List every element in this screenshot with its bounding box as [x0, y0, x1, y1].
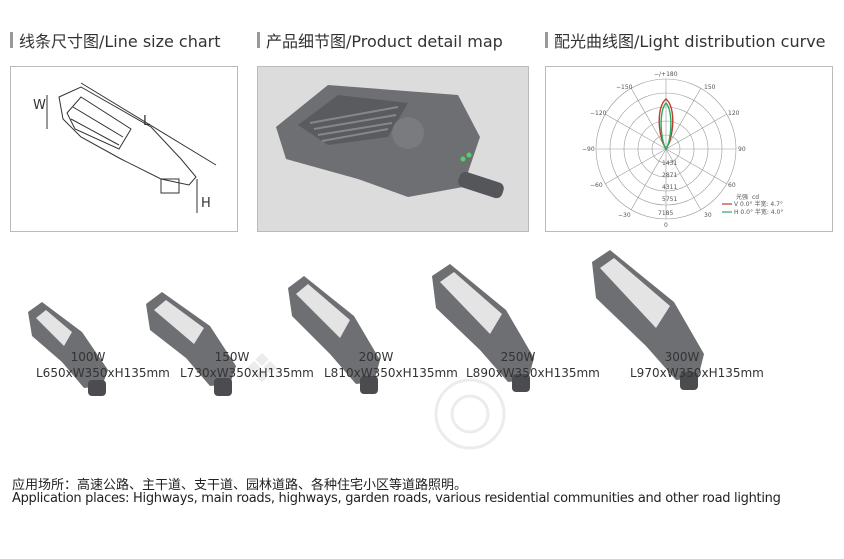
angle-label: −/+180: [654, 71, 678, 78]
line-size-panel: W L H: [10, 66, 238, 232]
lamp-300w-image: [592, 250, 704, 390]
model-dims: L730xW350xH135mm: [180, 366, 314, 380]
lamp-outline: [58, 86, 197, 186]
angle-label: 30: [704, 212, 712, 219]
angle-label: 60: [728, 182, 736, 189]
led-area: [66, 96, 132, 150]
lamp-250w-image: [432, 264, 534, 392]
watermark-logo: ❖: [244, 346, 280, 392]
led-row: [72, 106, 124, 138]
header-bar: [545, 32, 548, 48]
angle-label: 150: [704, 84, 716, 91]
model-power: 150W: [214, 350, 250, 364]
h-label: H: [201, 196, 211, 211]
header-bar: [257, 32, 260, 48]
application-cn: 应用场所：高速公路、主干道、支干道、园林道路、各种住宅小区等道路照明。: [12, 478, 468, 493]
header-line-size: 线条尺寸图/Line size chart: [10, 28, 221, 52]
ring-label: 5751: [662, 196, 677, 203]
lamp-100w-image: [28, 302, 108, 396]
l-dimension: [80, 82, 217, 166]
header-bar: [10, 32, 13, 48]
ring-label: 7185: [658, 210, 673, 217]
sensor-cap: [392, 117, 424, 149]
product-photo: [276, 85, 504, 199]
angle-label: −30: [618, 212, 631, 219]
header-light-distribution: 配光曲线图/Light distribution curve: [545, 28, 826, 52]
pole-mount: [458, 171, 504, 199]
angle-label: −120: [590, 110, 607, 117]
model-power: 100W: [70, 350, 106, 364]
header-line-size-text: 线条尺寸图/Line size chart: [19, 32, 221, 51]
curve-h: [660, 101, 672, 151]
model-dims: L650xW350xH135mm: [36, 366, 170, 380]
legend-v: V 0.0° 半宽: 4.7°: [734, 200, 783, 208]
watermark-emblem: [434, 378, 506, 450]
product-detail-panel: [257, 66, 529, 232]
header-product-detail-text: 产品细节图/Product detail map: [266, 32, 503, 51]
curve-v: [658, 98, 674, 151]
polar-chart: −/+180 −150 150 −120 120 −90 90 −60 60 −…: [582, 71, 783, 229]
legend-unit: cd: [752, 194, 759, 201]
header-product-detail: 产品细节图/Product detail map: [257, 28, 503, 52]
model-power: 250W: [500, 350, 536, 364]
led-row: [70, 118, 120, 146]
lamp-200w-image: [288, 276, 380, 394]
angle-label: 120: [728, 110, 740, 117]
l-label: L: [143, 114, 151, 129]
ring-label: 4311: [662, 184, 677, 191]
angle-label: −60: [590, 182, 603, 189]
model-dims: L810xW350xH135mm: [324, 366, 458, 380]
angle-label: −90: [582, 146, 595, 153]
header-light-distribution-text: 配光曲线图/Light distribution curve: [554, 32, 826, 51]
model-dims: L890xW350xH135mm: [466, 366, 600, 380]
mount-arm: [160, 178, 180, 194]
model-power: 200W: [358, 350, 394, 364]
heat-sink-fins: [298, 95, 408, 145]
angle-label: −150: [616, 84, 633, 91]
line-drawing: W L H: [33, 82, 217, 213]
legend-title: 光强: [736, 193, 748, 201]
legend-h: H 0.0° 半宽: 4.0°: [734, 208, 783, 216]
ring-label: 1431: [662, 160, 677, 167]
indicator-led: [466, 152, 472, 158]
ring-label: 2871: [662, 172, 677, 179]
lamp-150w-image: [146, 292, 236, 396]
angle-label: 0: [664, 222, 668, 229]
model-power: 300W: [664, 350, 700, 364]
light-distribution-panel: −/+180 −150 150 −120 120 −90 90 −60 60 −…: [545, 66, 833, 232]
angle-label: 90: [738, 146, 746, 153]
w-label: W: [33, 98, 46, 113]
indicator-led: [460, 156, 466, 162]
application-en: Application places: Highways, main roads…: [12, 491, 781, 506]
model-dims: L970xW350xH135mm: [630, 366, 764, 380]
